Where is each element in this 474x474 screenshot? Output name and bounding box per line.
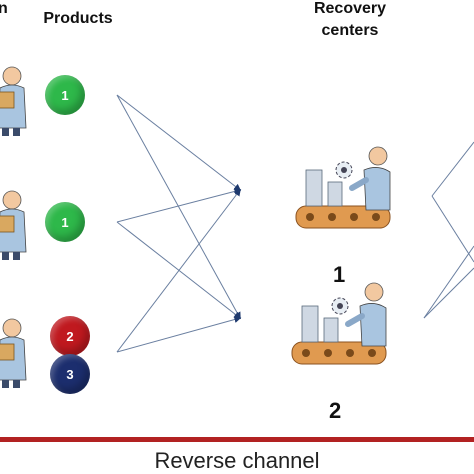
customers-header-fragment: n xyxy=(0,0,8,17)
link-p2-c1 xyxy=(116,188,242,223)
reverse-channel-bar xyxy=(0,437,474,442)
product-circle-3: 2 xyxy=(50,316,90,356)
product-circle-4: 3 xyxy=(50,354,90,394)
person-with-box-icon xyxy=(0,190,27,260)
recovery-center-number: 1 xyxy=(333,262,346,287)
recovery-centers-header-line1: Recovery xyxy=(313,0,387,17)
factory-worker-icon xyxy=(291,282,387,365)
person-with-box-icon xyxy=(0,318,27,388)
product-label: 3 xyxy=(66,366,74,382)
reverse-channel-label: Reverse channel xyxy=(154,448,320,473)
link-c2-out-a xyxy=(423,267,474,319)
outgoing-links xyxy=(423,141,474,319)
product-circle-2: 1 xyxy=(45,202,85,242)
recovery-center-number: 2 xyxy=(329,398,342,423)
link-p3-c2 xyxy=(116,316,242,353)
product-circle-1: 1 xyxy=(45,75,85,115)
product-label: 1 xyxy=(61,87,69,103)
link-c1-out-a xyxy=(431,141,474,197)
product-label: 1 xyxy=(61,214,69,230)
link-c1-out-b xyxy=(431,195,474,263)
product-links xyxy=(116,94,242,353)
link-p3-c1 xyxy=(116,188,241,353)
factory-worker-icon xyxy=(295,146,391,229)
products-header: Products xyxy=(43,10,113,27)
recovery-centers-header-line2: centers xyxy=(321,22,379,39)
link-c2-out-b xyxy=(423,245,474,319)
link-p2-c2 xyxy=(116,221,242,319)
person-with-box-icon xyxy=(0,66,27,136)
link-p1-c1 xyxy=(116,94,242,191)
product-label: 2 xyxy=(66,328,74,344)
